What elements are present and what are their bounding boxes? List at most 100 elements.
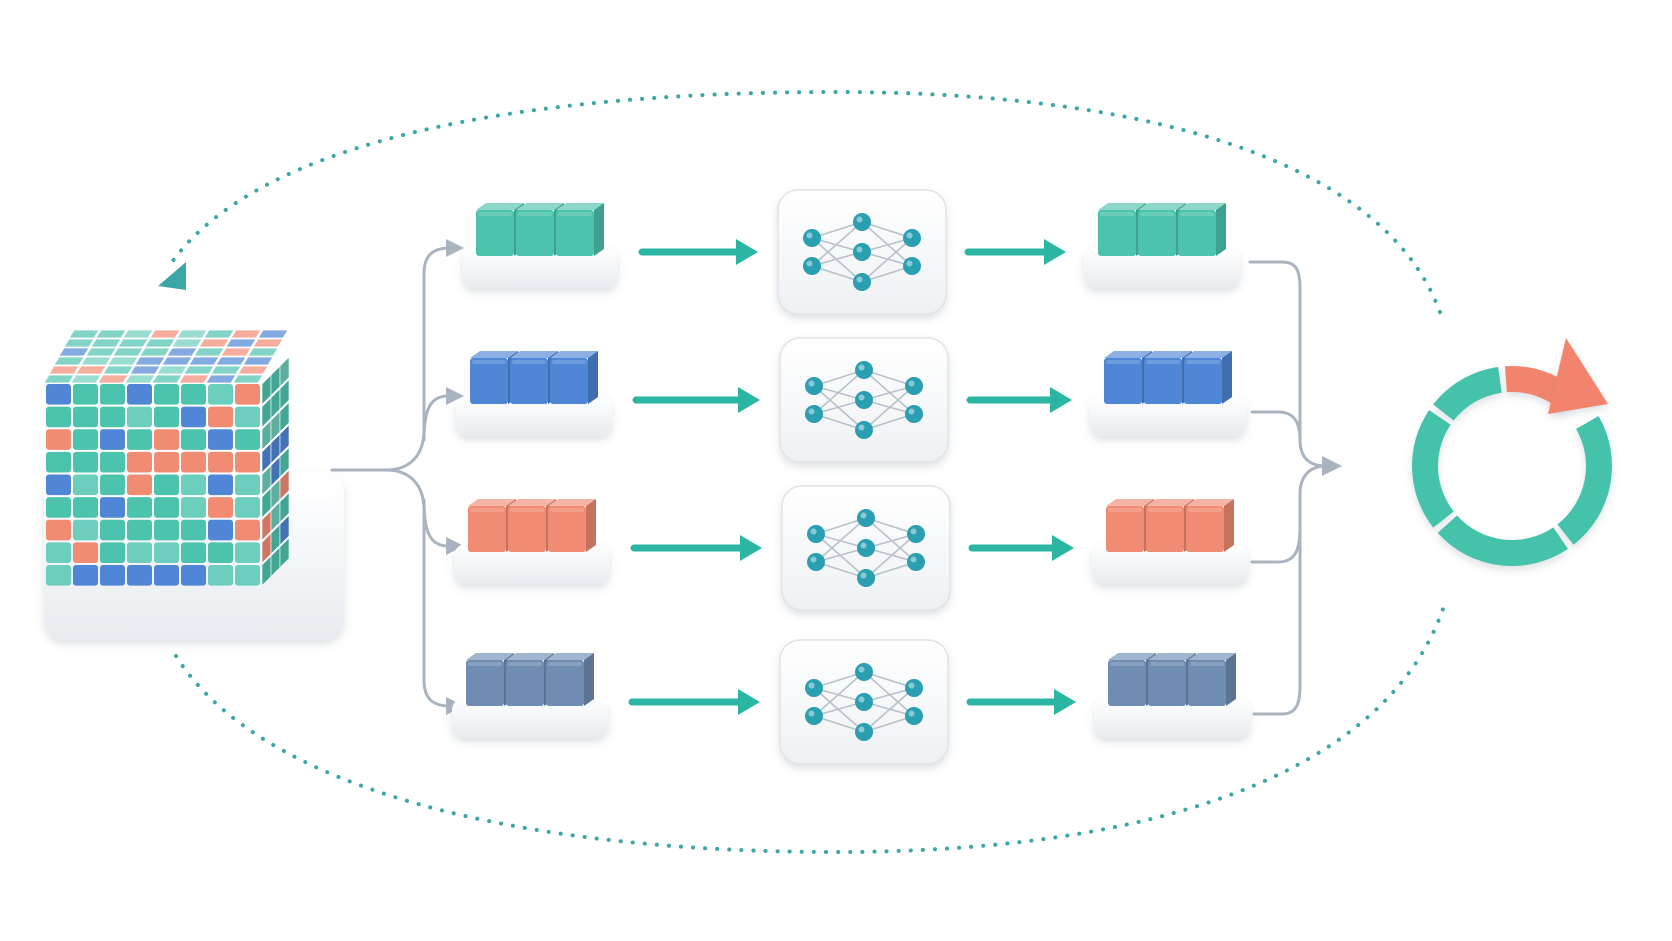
output-arrow bbox=[966, 387, 1072, 413]
cube-top-cell bbox=[144, 338, 176, 348]
cube-side-cell bbox=[279, 537, 290, 569]
cube-top-cell bbox=[183, 365, 215, 375]
cube-cell bbox=[181, 451, 206, 473]
cube-top-cell bbox=[171, 338, 203, 348]
network-edge bbox=[863, 671, 915, 717]
cube-cell bbox=[73, 497, 98, 518]
split-arrowhead-3 bbox=[446, 537, 464, 555]
output-block-group bbox=[1090, 351, 1246, 436]
cube-cell bbox=[73, 451, 98, 473]
network-node bbox=[805, 679, 823, 697]
dotted-arc-top bbox=[170, 89, 1442, 314]
cube-cell bbox=[73, 474, 98, 496]
cube-top-cell bbox=[80, 356, 112, 366]
cube-side-cell bbox=[279, 491, 290, 524]
output-arrow bbox=[968, 535, 1074, 561]
split-arrowhead-2 bbox=[446, 387, 464, 405]
network-edge bbox=[863, 687, 915, 733]
cube-cell bbox=[154, 519, 179, 541]
cube-cell bbox=[73, 384, 98, 405]
network-node bbox=[907, 525, 925, 543]
forward-arrow bbox=[632, 387, 760, 413]
cube-top-cell bbox=[205, 374, 237, 384]
dotted-arc-arrowhead bbox=[158, 262, 186, 290]
cube-top-cell bbox=[68, 329, 100, 339]
cube-top-cell bbox=[188, 356, 220, 366]
cube-cell bbox=[181, 564, 206, 586]
row-4 bbox=[452, 639, 1250, 765]
cube-cell bbox=[46, 497, 71, 518]
network-node bbox=[857, 509, 875, 527]
cube-top-cell bbox=[242, 356, 274, 366]
cube-top-cell bbox=[117, 338, 149, 348]
cube-cell bbox=[154, 497, 179, 518]
network-edge bbox=[815, 533, 867, 579]
neural-network-icon bbox=[777, 189, 947, 315]
network-edge bbox=[865, 517, 917, 563]
merge-branch-2 bbox=[1250, 410, 1302, 442]
cube-cell bbox=[181, 542, 206, 563]
split-branch-4 bbox=[384, 468, 452, 708]
cube-cell bbox=[46, 451, 71, 473]
cube-top-cell bbox=[70, 374, 102, 384]
cube-cell bbox=[154, 542, 179, 563]
cube-side-cell bbox=[279, 401, 290, 433]
cube-cell bbox=[100, 474, 125, 496]
cube-cell bbox=[73, 519, 98, 541]
cycle-arrowhead bbox=[1548, 338, 1608, 414]
network-node bbox=[805, 377, 823, 395]
cube-top-cell bbox=[43, 374, 75, 384]
cube-top-cell bbox=[48, 365, 80, 375]
cycle-segment bbox=[1412, 410, 1454, 528]
network-node bbox=[805, 405, 823, 423]
network-node bbox=[905, 679, 923, 697]
cube-cell bbox=[73, 406, 98, 428]
cube-cell bbox=[46, 429, 71, 450]
merge-arrowhead bbox=[1322, 456, 1342, 476]
cube-cell bbox=[154, 429, 179, 450]
cube-cell bbox=[154, 406, 179, 428]
cube-cell bbox=[46, 542, 71, 563]
block-tray bbox=[462, 248, 618, 288]
cube-cell bbox=[100, 564, 125, 586]
network-node bbox=[807, 553, 825, 571]
input-block-group bbox=[456, 351, 612, 436]
cube-top-cell bbox=[107, 356, 139, 366]
merge-branch-3 bbox=[1250, 526, 1302, 564]
network-node bbox=[907, 553, 925, 571]
network-edge bbox=[811, 237, 863, 283]
network-node bbox=[905, 405, 923, 423]
cube-top-cell bbox=[203, 329, 235, 339]
cube-cell bbox=[127, 497, 152, 518]
cube-cell bbox=[100, 519, 125, 541]
merge-branch-4 bbox=[1252, 464, 1328, 716]
block-tray bbox=[1084, 248, 1240, 288]
cube-top-cell bbox=[230, 329, 262, 339]
network-node bbox=[855, 391, 873, 409]
cube-top-cell bbox=[124, 374, 156, 384]
cube-cell bbox=[181, 406, 206, 428]
cycle-segment bbox=[1557, 416, 1612, 545]
cube-top-cell bbox=[95, 329, 127, 339]
input-block-group bbox=[452, 653, 608, 738]
cube-top-cell bbox=[176, 329, 208, 339]
cube-top-cell bbox=[134, 356, 166, 366]
cube-cell bbox=[100, 429, 125, 450]
cycle-icon bbox=[1412, 338, 1612, 566]
network-edge bbox=[863, 385, 915, 431]
split-branch-3 bbox=[422, 498, 450, 548]
cube-cell bbox=[235, 497, 260, 518]
cube-cell bbox=[208, 564, 233, 586]
data-block bbox=[550, 351, 598, 404]
cube-cell bbox=[46, 406, 71, 428]
network-node bbox=[853, 273, 871, 291]
output-block-group bbox=[1092, 499, 1248, 584]
cube-cell bbox=[73, 564, 98, 586]
cube-top-cell bbox=[75, 365, 107, 375]
cube-cell bbox=[181, 519, 206, 541]
cube-cell bbox=[208, 519, 233, 541]
cube-cell bbox=[235, 564, 260, 586]
cube-top-cell bbox=[156, 365, 188, 375]
network-edge bbox=[865, 533, 917, 579]
